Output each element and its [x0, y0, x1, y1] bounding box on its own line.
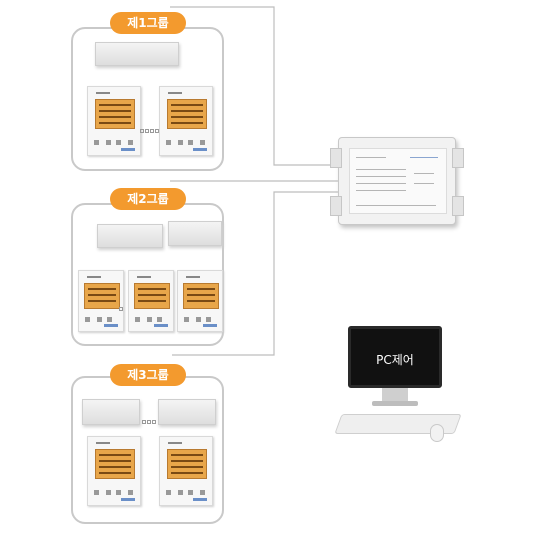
- indoor-unit: [97, 224, 163, 248]
- link-dots: [142, 409, 157, 424]
- link-dots: [140, 118, 160, 133]
- wall-controller: [128, 270, 174, 332]
- wall-controller: [159, 86, 213, 156]
- wall-controller: [177, 270, 223, 332]
- monitor-stand-base: [372, 401, 418, 406]
- wall-controller: [78, 270, 124, 332]
- group-1-tag: 제1그룹: [110, 12, 186, 34]
- group-2-tag: 제2그룹: [110, 188, 186, 210]
- mouse: [430, 424, 444, 442]
- central-controller-hub: [330, 137, 464, 225]
- wall-controller: [87, 436, 141, 506]
- line-group3-to-hub: [172, 191, 338, 356]
- pc-monitor: PC제어: [348, 326, 442, 388]
- group-3-tag: 제3그룹: [110, 364, 186, 386]
- pc-label: PC제어: [376, 353, 414, 367]
- ventilation-unit: [82, 399, 140, 425]
- wall-controller: [159, 436, 213, 506]
- ventilation-unit: [168, 221, 222, 246]
- link-dots: [119, 296, 124, 311]
- line-group1-to-hub: [170, 6, 338, 166]
- wall-controller: [87, 86, 141, 156]
- indoor-unit: [95, 42, 179, 66]
- monitor-stand: [382, 388, 408, 402]
- ventilation-unit: [158, 399, 216, 425]
